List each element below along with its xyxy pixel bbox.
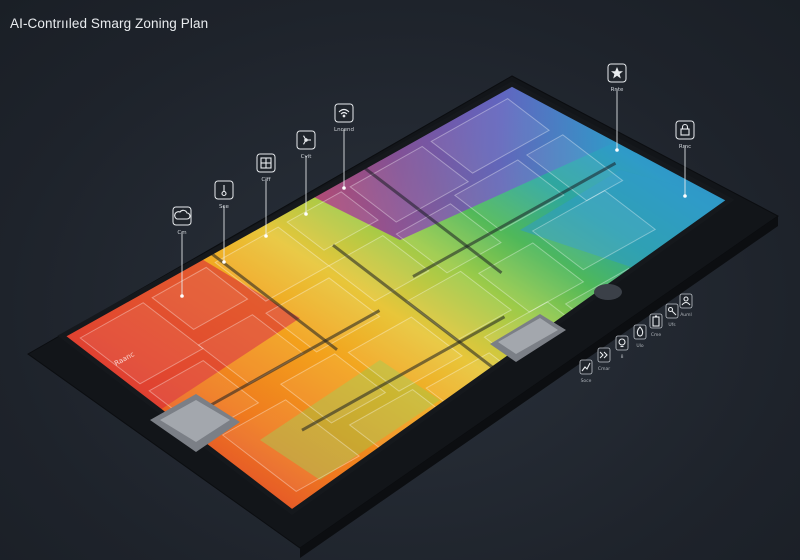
zone-room (151, 266, 249, 330)
legend-label: Cme (651, 332, 662, 338)
legend-label: Cmar (598, 366, 610, 372)
wall-line (209, 251, 338, 351)
legend-item-user-icon: Auml (679, 293, 693, 318)
wall-line (412, 161, 617, 278)
legend-item-arrows-icon: Cmar (597, 347, 611, 372)
callout-lock-icon: Rmc (675, 120, 695, 198)
zone-room (477, 242, 585, 313)
zone-room (286, 191, 379, 251)
fan-icon (303, 135, 311, 145)
callout-label: Rnte (611, 87, 624, 93)
legend-item-bulb-icon: 8 (615, 335, 629, 360)
page-title: AI-Contrııled Smarg Zoning Plan (10, 16, 209, 31)
zone-room (395, 203, 502, 274)
zone-room (327, 235, 430, 302)
building-base-edge (300, 216, 778, 558)
callout-cloud-icon: Cm (172, 206, 192, 298)
grid-icon (260, 157, 272, 169)
legend-item-battery-icon: Cme (649, 313, 663, 338)
callout-star-icon: Rnte (607, 63, 627, 152)
callout-fan-icon: Cvit (296, 130, 316, 216)
key-icon (667, 306, 677, 316)
zone-room (221, 399, 361, 492)
legend: Soce Cmar 8 Ulo Cme Ufs Auml (579, 293, 693, 384)
zone-room (430, 98, 551, 174)
zone-room (531, 190, 657, 271)
callout-label: Sce (219, 204, 230, 210)
legend-label: 8 (621, 354, 624, 360)
entrance-stairs-right (490, 314, 566, 362)
callout-label: Clff (261, 177, 270, 183)
wall-line (332, 244, 518, 388)
callout-wifi-icon: Lncend (334, 103, 354, 190)
legend-label: Ufs (668, 322, 676, 328)
zone-room (265, 277, 381, 353)
callout-label: Lncend (334, 127, 354, 133)
wall-line (362, 165, 503, 274)
bulb-icon (618, 338, 626, 348)
zone-room (79, 302, 204, 385)
floor-outline (57, 81, 735, 516)
legend-label: Auml (680, 312, 692, 318)
zone-room (214, 226, 330, 302)
battery-icon (652, 315, 660, 327)
wifi-icon (338, 108, 350, 118)
wall-line (301, 315, 506, 432)
callout-label: Cvit (301, 154, 313, 160)
side-unit (594, 284, 622, 300)
legend-label: Soce (581, 378, 592, 384)
legend-item-chart-icon: Soce (579, 359, 593, 384)
entrance-stairs-left (150, 394, 240, 452)
callout-label: Rmc (679, 144, 691, 150)
legend-label: Ulo (636, 343, 644, 349)
callout-thermometer-icon: Sce (214, 180, 234, 264)
star-icon (611, 67, 623, 79)
cloud-icon (174, 209, 191, 220)
chart-icon (581, 362, 591, 372)
callout-grid-icon: Clff (256, 153, 276, 238)
legend-item-fire-icon: Ulo (633, 324, 647, 349)
zone-room (279, 353, 387, 424)
fire-icon (636, 326, 644, 337)
zone-room (347, 316, 463, 392)
legend-item-key-icon: Ufs (665, 303, 679, 328)
arrows-icon (599, 351, 608, 359)
zones-layer (62, 84, 730, 512)
zone-room (453, 159, 565, 232)
callout-label: Cm (177, 230, 186, 236)
zone-room (525, 134, 624, 202)
zone-room (349, 145, 470, 223)
thermometer-icon (221, 185, 227, 197)
lock-icon (680, 123, 690, 136)
user-icon (681, 296, 691, 306)
